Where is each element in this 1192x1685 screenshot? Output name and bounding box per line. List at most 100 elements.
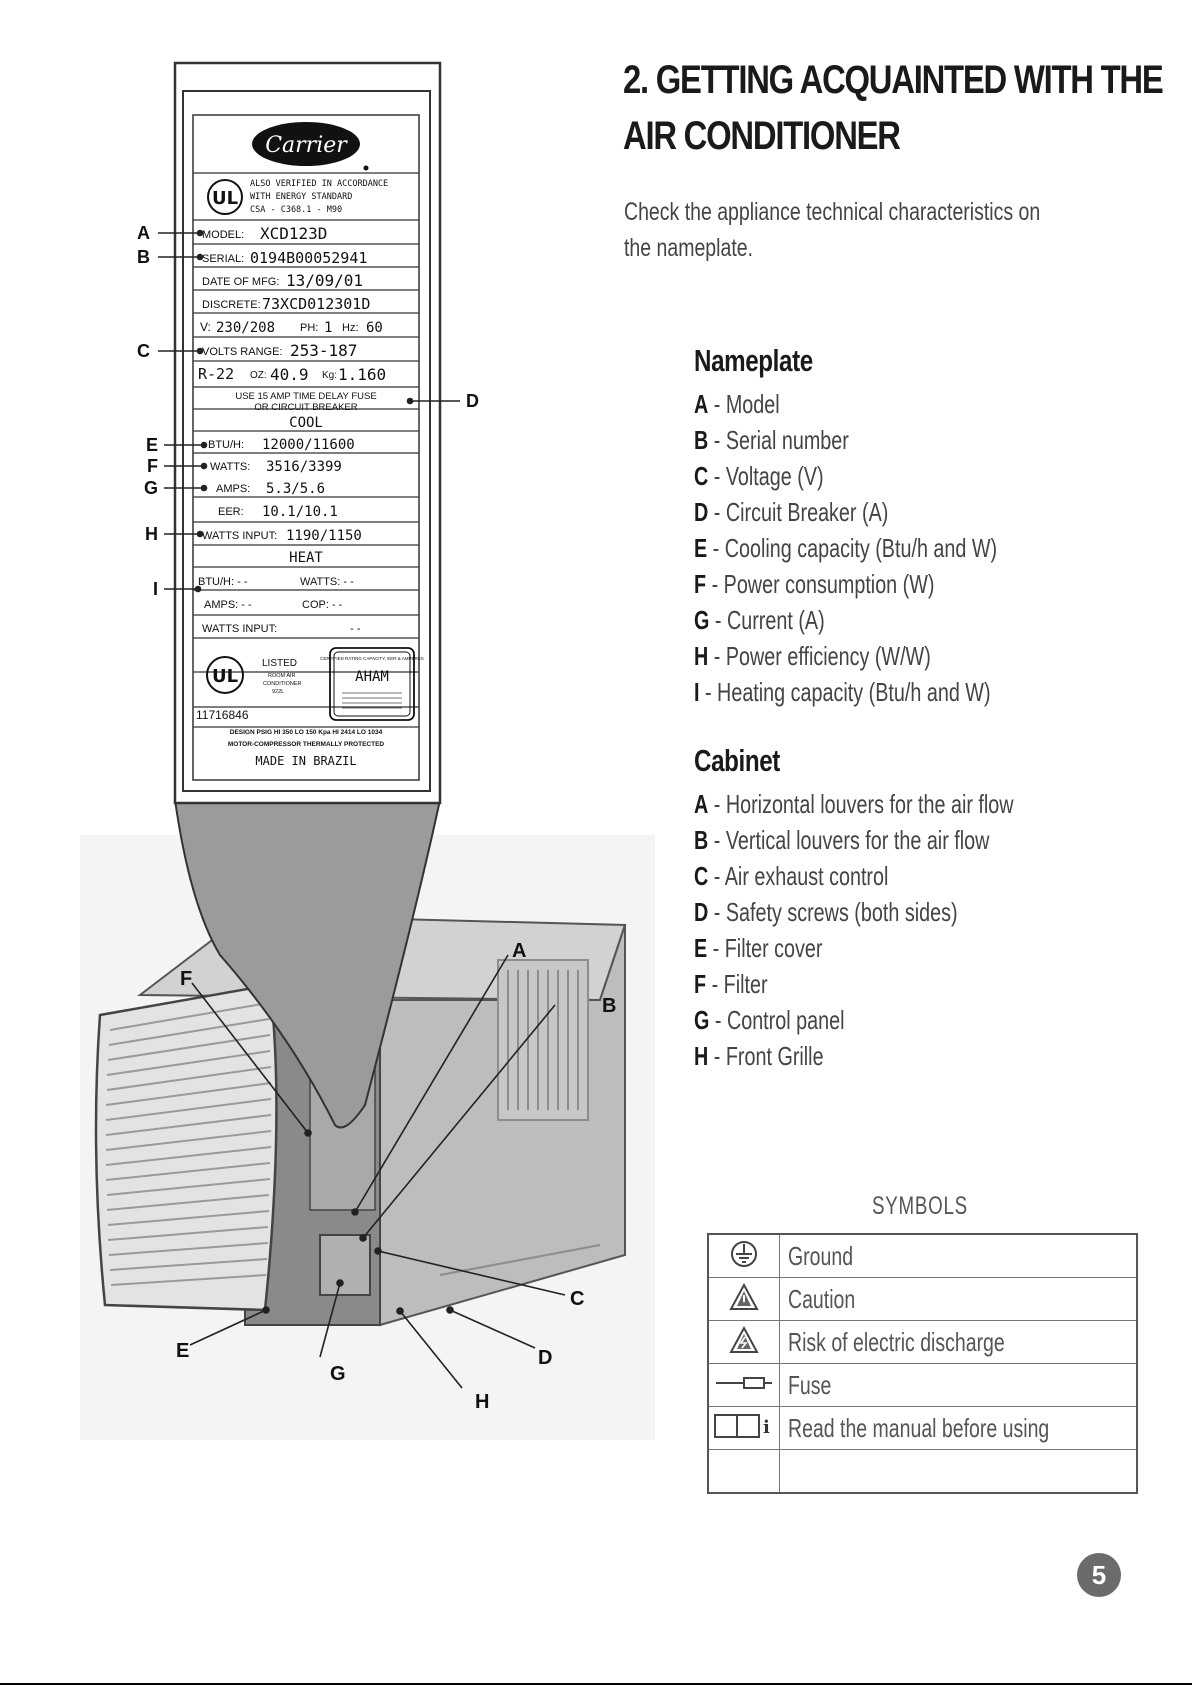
symbols-table: Ground Caution Risk of electric discharg… — [707, 1233, 1139, 1494]
aham-seal — [329, 647, 415, 721]
heat-watts-input-value: - - — [350, 623, 361, 635]
callout-b: B — [137, 247, 150, 267]
list-item: E - Filter cover — [694, 933, 823, 963]
ul-note-3: CSA - C368.1 - M90 — [250, 205, 342, 215]
list-item: D - Circuit Breaker (A) — [694, 497, 889, 527]
list-item: E - Cooling capacity (Btu/h and W) — [694, 533, 998, 563]
ground-icon — [731, 1240, 757, 1267]
ul-listed-sub-2: CONDITIONER — [263, 681, 302, 687]
callout-d: D — [466, 391, 479, 411]
symbol-label: Risk of electric discharge — [788, 1326, 1005, 1357]
callout-i: I — [153, 579, 158, 599]
heat-cop: COP: - - — [302, 599, 343, 611]
ul-listed-sub-3: 922L — [272, 689, 284, 695]
list-item: F - Filter — [694, 969, 768, 999]
eer-label: EER: — [218, 506, 244, 518]
kg-value: 1.160 — [338, 365, 386, 384]
ph-label: PH: — [300, 322, 318, 334]
manual-info-icon: i — [714, 1413, 770, 1438]
list-item: A - Model — [694, 389, 780, 419]
list-item: C - Voltage (V) — [694, 461, 824, 491]
cabinet-section: Cabinet A - Horizontal louvers for the a… — [694, 740, 1114, 1074]
watts-input-value: 1190/1150 — [286, 528, 362, 544]
model-label: MODEL: — [202, 229, 244, 241]
made-in: MADE IN BRAZIL — [255, 754, 356, 768]
v-value: 230/208 — [216, 320, 275, 336]
cabinet-callout-a: A — [512, 940, 526, 962]
design-line-2: MOTOR-COMPRESSOR THERMALLY PROTECTED — [228, 741, 385, 748]
btuh-value: 12000/11600 — [262, 437, 355, 453]
callout-h: H — [145, 524, 158, 544]
amps-value: 5.3/5.6 — [266, 481, 325, 497]
discrete-label: DISCRETE: — [202, 299, 261, 311]
v-label: V: — [200, 320, 211, 334]
heat-heading: HEAT — [289, 550, 323, 566]
list-item: A - Horizontal louvers for the air flow — [694, 789, 1014, 819]
air-conditioner-illustration: Carrier UL ALSO VERIFIED IN ACCORDANCE W… — [80, 61, 655, 1440]
hz-value: 60 — [366, 320, 383, 336]
cabinet-callout-h: H — [475, 1391, 489, 1413]
hz-label: Hz: — [342, 322, 359, 334]
oz-label: OZ: — [250, 370, 267, 381]
electric-risk-icon — [729, 1325, 759, 1353]
table-row: i Read the manual before using — [707, 1406, 1138, 1450]
carrier-brand-text: Carrier — [265, 133, 348, 158]
ul-mark-icon — [207, 179, 243, 215]
list-item: H - Front Grille — [694, 1041, 824, 1071]
ul-listed-sub-1: ROOM AIR — [268, 673, 296, 679]
volts-range-value: 253-187 — [290, 341, 357, 360]
kg-label: Kg: — [322, 370, 337, 381]
cabinet-callout-f: F — [180, 968, 192, 990]
heat-watts-input: WATTS INPUT: — [202, 623, 277, 635]
nameplate-section: Nameplate A - Model B - Serial number C … — [694, 340, 1114, 710]
ul-listed: LISTED — [262, 658, 297, 669]
symbol-label: Fuse — [788, 1369, 832, 1400]
page-title-line-1: 2. GETTING ACQUAINTED WITH THE — [623, 58, 1164, 102]
ul-number: 11716846 — [196, 708, 249, 722]
callout-f: F — [147, 456, 158, 476]
amps-label: AMPS: — [216, 483, 250, 495]
watts-value: 3516/3399 — [266, 459, 342, 475]
aham-top: CERTIFIED RATING CAPACITY, EER & AMPERES — [320, 656, 423, 661]
callout-a: A — [137, 223, 150, 243]
fuse-icon — [716, 1376, 772, 1389]
symbol-label: Read the manual before using — [788, 1412, 1050, 1443]
list-item: I - Heating capacity (Btu/h and W) — [694, 677, 991, 707]
heat-btuh: BTU/H: - - — [198, 576, 248, 588]
cool-heading: COOL — [289, 415, 323, 431]
cabinet-callout-c: C — [570, 1288, 584, 1310]
table-row: Fuse — [707, 1363, 1138, 1407]
cabinet-callout-g: G — [330, 1363, 346, 1385]
heat-watts: WATTS: - - — [300, 576, 354, 588]
nameplate-heading: Nameplate — [694, 343, 813, 378]
serial-value: 0194B00052941 — [250, 249, 367, 267]
callout-g: G — [144, 478, 158, 498]
table-row — [707, 1449, 1138, 1494]
cabinet-heading: Cabinet — [694, 743, 780, 778]
callout-c: C — [137, 341, 150, 361]
ul-note-2: WITH ENERGY STANDARD — [250, 192, 352, 202]
table-row: Risk of electric discharge — [707, 1320, 1138, 1364]
list-item: C - Air exhaust control — [694, 861, 889, 891]
page-title-line-2: AIR CONDITIONER — [623, 114, 901, 158]
watts-label: WATTS: — [210, 461, 250, 473]
list-item: B - Vertical louvers for the air flow — [694, 825, 990, 855]
list-item: B - Serial number — [694, 425, 849, 455]
cabinet-callout-b: B — [602, 995, 616, 1017]
fuse-line-1: USE 15 AMP TIME DELAY FUSE — [235, 391, 376, 402]
table-row: Caution — [707, 1277, 1138, 1321]
svg-text:i: i — [763, 1417, 770, 1438]
intro-text: Check the appliance technical characteri… — [624, 198, 1041, 262]
eer-value: 10.1/10.1 — [262, 504, 338, 520]
caution-icon — [729, 1282, 759, 1310]
oz-value: 40.9 — [270, 365, 309, 384]
svg-text:UL: UL — [212, 666, 238, 687]
ul-listed-icon — [206, 656, 244, 694]
aham-text: AHAM — [355, 669, 389, 685]
serial-label: SERIAL: — [202, 253, 244, 265]
cabinet-callout-d: D — [538, 1347, 552, 1369]
heat-amps: AMPS: - - — [204, 599, 252, 611]
mfg-value: 13/09/01 — [286, 271, 363, 290]
page-number: 5 — [1077, 1553, 1121, 1597]
cabinet-callout-e: E — [176, 1340, 189, 1362]
